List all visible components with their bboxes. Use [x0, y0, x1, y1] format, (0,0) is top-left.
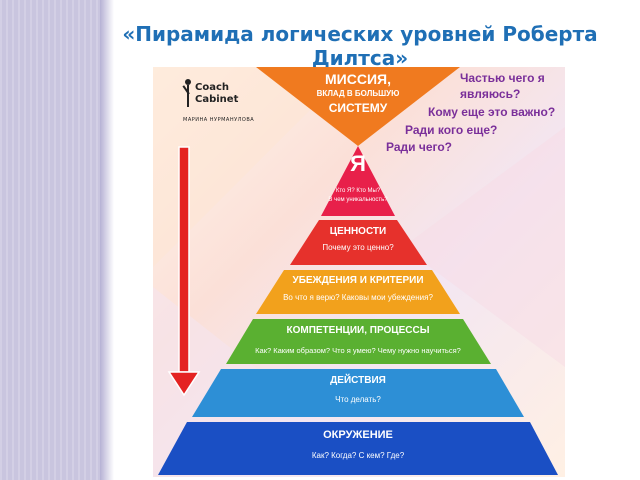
question-for-what: Ради чего? — [386, 140, 452, 154]
level-self-title: Я — [350, 151, 366, 176]
level-environment-shape — [158, 422, 558, 475]
level-self-extra: В чем уникальность? — [328, 197, 388, 203]
question-part-of-what: Частью чего я — [460, 71, 545, 85]
level-self-subtitle: Кто Я? Кто Мы? — [335, 188, 381, 194]
question-part-of-what-cont: являюсь? — [460, 87, 521, 101]
logo-line2: Cabinet — [195, 94, 239, 105]
level-values-subtitle: Почему это ценно? — [322, 243, 394, 252]
bg-facet — [403, 127, 565, 367]
level-values-shape — [290, 220, 427, 265]
decorative-strip — [0, 0, 100, 480]
level-values-title: ЦЕННОСТИ — [329, 226, 387, 237]
logo-line1: Coach — [195, 82, 230, 93]
question-for-whom: Ради кого еще? — [405, 123, 498, 137]
level-environment-subtitle: Как? Когда? С кем? Где? — [311, 451, 405, 460]
level-actions-title: ДЕЙСТВИЯ — [330, 375, 386, 386]
level-competencies-subtitle: Как? Каким образом? Что я умею? Чему нуж… — [255, 346, 461, 355]
direction-arrow-head — [167, 371, 201, 397]
level-actions-shape — [192, 369, 524, 417]
pyramid-graphic — [153, 67, 565, 477]
direction-arrow-shaft — [178, 146, 190, 373]
level-beliefs-subtitle: Во что я верю? Каковы мои убеждения? — [283, 293, 433, 302]
level-competencies-title: КОМПЕТЕНЦИИ, ПРОЦЕССЫ — [286, 325, 430, 336]
level-actions-subtitle: Что делать? — [335, 395, 381, 404]
level-competencies-shape — [226, 319, 491, 364]
level-mission-shape — [256, 67, 460, 146]
level-environment-title: ОКРУЖЕНИЕ — [323, 429, 393, 441]
coach-figure-icon — [182, 79, 193, 113]
level-mission-extra: СИСТЕМУ — [328, 101, 388, 115]
coach-cabinet-logo: Coach Cabinet МАРИНА НУРМАНУЛОВА — [182, 75, 255, 123]
level-mission-title: МИССИЯ, — [325, 71, 391, 87]
level-mission-subtitle: ВКЛАД В БОЛЬШУЮ — [316, 89, 400, 98]
question-who-else: Кому еще это важно? — [428, 105, 556, 119]
level-self-shape — [321, 146, 395, 216]
level-beliefs-shape — [256, 270, 460, 314]
logo-subtitle: МАРИНА НУРМАНУЛОВА — [183, 117, 255, 123]
bg-facet — [153, 67, 353, 267]
pyramid-panel: Coach Cabinet МАРИНА НУРМАНУЛОВА МИССИЯ,… — [153, 67, 565, 477]
decorative-strip-edge — [100, 0, 114, 480]
level-beliefs-title: УБЕЖДЕНИЯ И КРИТЕРИИ — [292, 275, 424, 286]
slide-title: «Пирамида логических уровней Роберта Дил… — [122, 22, 598, 70]
